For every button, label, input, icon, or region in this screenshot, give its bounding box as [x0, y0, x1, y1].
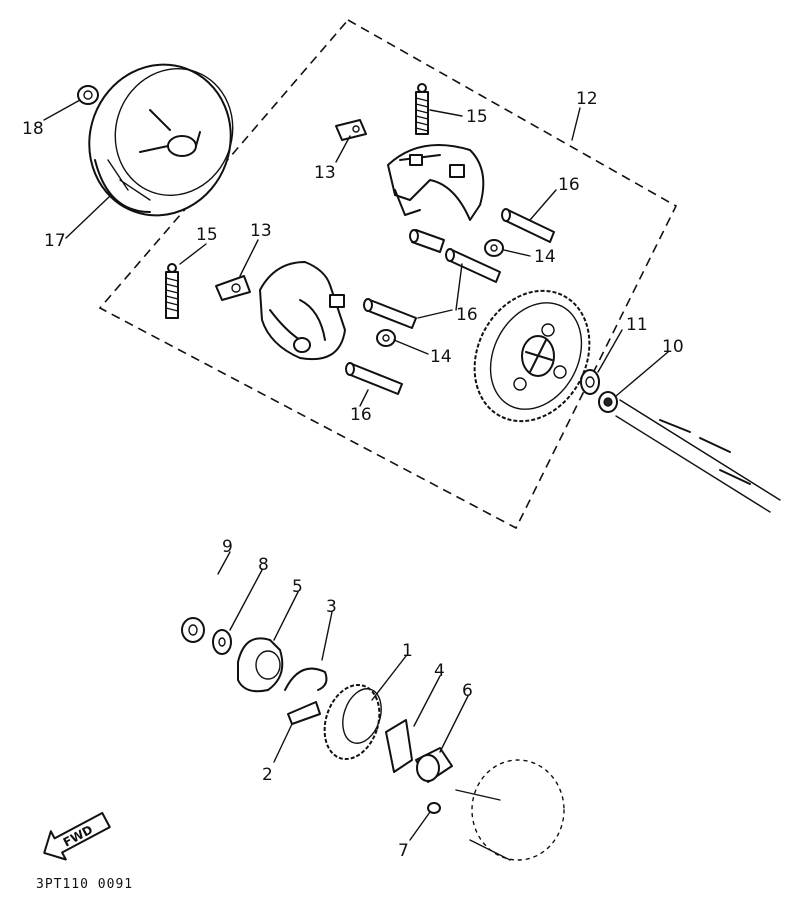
clutch-shoe-lower	[259, 261, 346, 361]
clutch-spring-upper	[415, 83, 429, 135]
clutch-spring-lower	[165, 263, 179, 319]
callout-2: 2	[262, 765, 273, 785]
washer-11	[580, 369, 600, 395]
forward-arrow-icon: FWD	[43, 811, 111, 861]
pin-16-short	[409, 229, 445, 253]
callout-4: 4	[434, 661, 445, 681]
clutch-housing-drum	[88, 63, 234, 217]
assembly-boundary-12	[98, 18, 678, 530]
callout-14-lower: 14	[430, 347, 452, 367]
collar-14-lower	[376, 329, 396, 347]
callout-15-lower: 15	[196, 225, 218, 245]
callout-18: 18	[22, 119, 44, 139]
callout-11: 11	[626, 315, 648, 335]
callout-10: 10	[662, 337, 684, 357]
clutch-carrier-gear	[473, 289, 591, 423]
callout-16-middle: 16	[456, 305, 478, 325]
drawing-code: 3PT110 0091	[36, 877, 133, 892]
pin-16-middle-b	[363, 298, 417, 329]
callout-17: 17	[44, 231, 66, 251]
callout-3: 3	[326, 597, 337, 617]
ball-7	[427, 802, 441, 814]
plate-2	[287, 701, 321, 725]
callout-8: 8	[258, 555, 269, 575]
callout-14-upper: 14	[534, 247, 556, 267]
callout-16-upper: 16	[558, 175, 580, 195]
washer-8	[212, 629, 232, 655]
collar-14-upper	[484, 239, 504, 257]
callout-16-lower: 16	[350, 405, 372, 425]
callout-5: 5	[292, 577, 303, 597]
pin-16-middle-a	[445, 248, 501, 283]
nut-10	[598, 391, 618, 413]
callout-15-upper: 15	[466, 107, 488, 127]
pin-16-upper	[501, 208, 555, 243]
callout-9: 9	[222, 537, 233, 557]
shoe-plate-lower	[215, 275, 251, 301]
callout-13-upper: 13	[314, 163, 336, 183]
leader-lines	[43, 99, 669, 841]
one-way-clutch-housing-5	[237, 637, 284, 693]
callout-1: 1	[402, 641, 413, 661]
collar-9	[181, 617, 205, 643]
collar-6	[415, 747, 453, 783]
primary-drive-gear-1	[323, 683, 382, 761]
callout-6: 6	[462, 681, 473, 701]
clutch-shoe-upper	[387, 144, 485, 221]
shoe-plate-upper	[335, 119, 367, 141]
callout-12: 12	[576, 89, 598, 109]
spring-clip-3	[284, 667, 328, 691]
plate-4	[385, 719, 413, 773]
washer-18	[77, 85, 99, 105]
crankshaft-end	[615, 399, 781, 513]
callout-13-lower: 13	[250, 221, 272, 241]
background-gear-outline	[455, 759, 565, 861]
callout-7: 7	[398, 841, 409, 861]
pin-16-lower	[345, 362, 403, 395]
